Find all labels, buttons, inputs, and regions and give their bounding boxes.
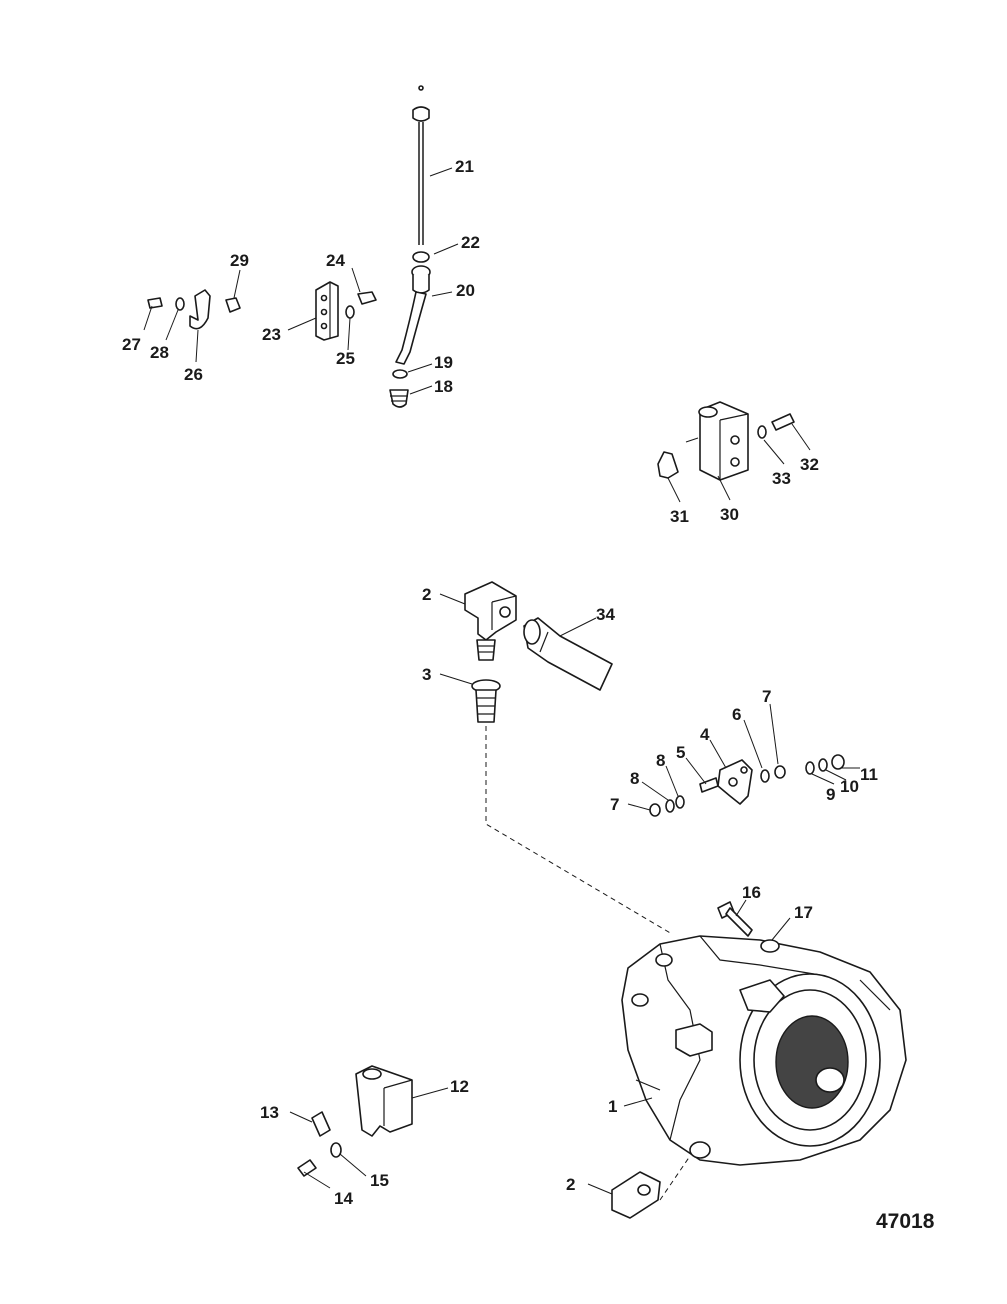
clip-assembly-26 [147, 289, 241, 330]
elbow-fitting-2-lower [611, 1171, 661, 1219]
spacer-31 [657, 451, 679, 479]
callout-23: 23 [262, 325, 281, 344]
washer-10 [818, 758, 828, 772]
callout-8-upper: 8 [656, 751, 665, 770]
washer-28 [175, 297, 185, 311]
callout-5: 5 [676, 743, 685, 762]
callout-20: 20 [456, 281, 475, 300]
washer-8-b [665, 799, 675, 813]
washer-8-a [675, 795, 685, 809]
screw-32 [771, 413, 795, 431]
washer-25 [345, 305, 355, 319]
washer-33 [757, 425, 767, 439]
callout-22: 22 [461, 233, 480, 252]
callout-34: 34 [596, 605, 615, 624]
callout-33: 33 [772, 469, 791, 488]
screw-27 [147, 297, 163, 309]
nut-7-lower [649, 803, 661, 817]
bracket-assembly-23 [315, 281, 377, 341]
callout-7-lower: 7 [610, 795, 619, 814]
callout-2-lower: 2 [566, 1175, 575, 1194]
bottom-elbow-2 [611, 1171, 661, 1219]
callout-labels: 21 22 20 19 18 24 23 25 29 27 28 26 31 3… [122, 157, 878, 1208]
callout-27: 27 [122, 335, 141, 354]
transmission-1 [621, 935, 907, 1166]
callout-29: 29 [230, 251, 249, 270]
callout-28: 28 [150, 343, 169, 362]
callout-32: 32 [800, 455, 819, 474]
stud-5 [699, 777, 719, 793]
mount-bracket-assembly-12 [297, 1065, 413, 1177]
elbow-fitting-2 [464, 581, 517, 641]
callout-26: 26 [184, 365, 203, 384]
callout-25: 25 [336, 349, 355, 368]
washer-6 [760, 769, 770, 783]
callout-1: 1 [608, 1097, 617, 1116]
nut-29 [225, 297, 241, 313]
output-shaft [815, 1067, 845, 1093]
callout-30: 30 [720, 505, 739, 524]
elbow-routing-line [659, 1155, 691, 1201]
nut-11 [831, 754, 845, 770]
boss-top [675, 1023, 713, 1057]
washer-17 [760, 939, 780, 953]
dipstick-tube-assembly [389, 85, 431, 408]
callout-14: 14 [334, 1189, 353, 1208]
callout-8-lower: 8 [630, 769, 639, 788]
callout-3: 3 [422, 665, 431, 684]
shift-lever-assembly [649, 754, 845, 817]
o-ring-19 [392, 369, 408, 379]
callout-12: 12 [450, 1077, 469, 1096]
screw-24 [357, 291, 377, 305]
clip-26 [189, 289, 211, 330]
callout-9: 9 [826, 785, 835, 804]
callout-17: 17 [794, 903, 813, 922]
callout-19: 19 [434, 353, 453, 372]
callout-31: 31 [670, 507, 689, 526]
tube-fitting-20 [412, 275, 430, 294]
elbow-threads [476, 639, 496, 661]
output-flange-hub [775, 1015, 849, 1109]
callout-4: 4 [700, 725, 710, 744]
callout-2-upper: 2 [422, 585, 431, 604]
bolt-shank-16 [725, 907, 753, 937]
bolt-washer-16-17 [717, 901, 780, 953]
callout-16: 16 [742, 883, 761, 902]
callout-7-upper: 7 [762, 687, 771, 706]
housing-boss [739, 979, 785, 1013]
callout-10: 10 [840, 777, 859, 796]
callout-6: 6 [732, 705, 741, 724]
hose-routing-line [485, 726, 673, 935]
fitting-18 [389, 389, 409, 408]
callout-24: 24 [326, 251, 345, 270]
callout-13: 13 [260, 1103, 279, 1122]
o-ring-22 [412, 251, 430, 263]
tube-top-fitting [412, 106, 430, 122]
spacer-13 [311, 1111, 331, 1137]
callout-15: 15 [370, 1171, 389, 1190]
screw-14 [297, 1159, 317, 1177]
oil-cooler-fittings [464, 581, 613, 723]
washer-9 [805, 761, 815, 775]
diagram-id: 47018 [876, 1210, 935, 1233]
bent-tube-20 [395, 291, 427, 365]
callout-18: 18 [434, 377, 453, 396]
callout-11: 11 [860, 765, 878, 784]
washer-15 [330, 1142, 342, 1158]
callout-21: 21 [455, 157, 474, 176]
dipstick-tip [418, 85, 424, 91]
leader-lines [143, 167, 860, 1195]
mount-block-assembly-30 [657, 401, 795, 481]
nut-7-upper [774, 765, 786, 779]
